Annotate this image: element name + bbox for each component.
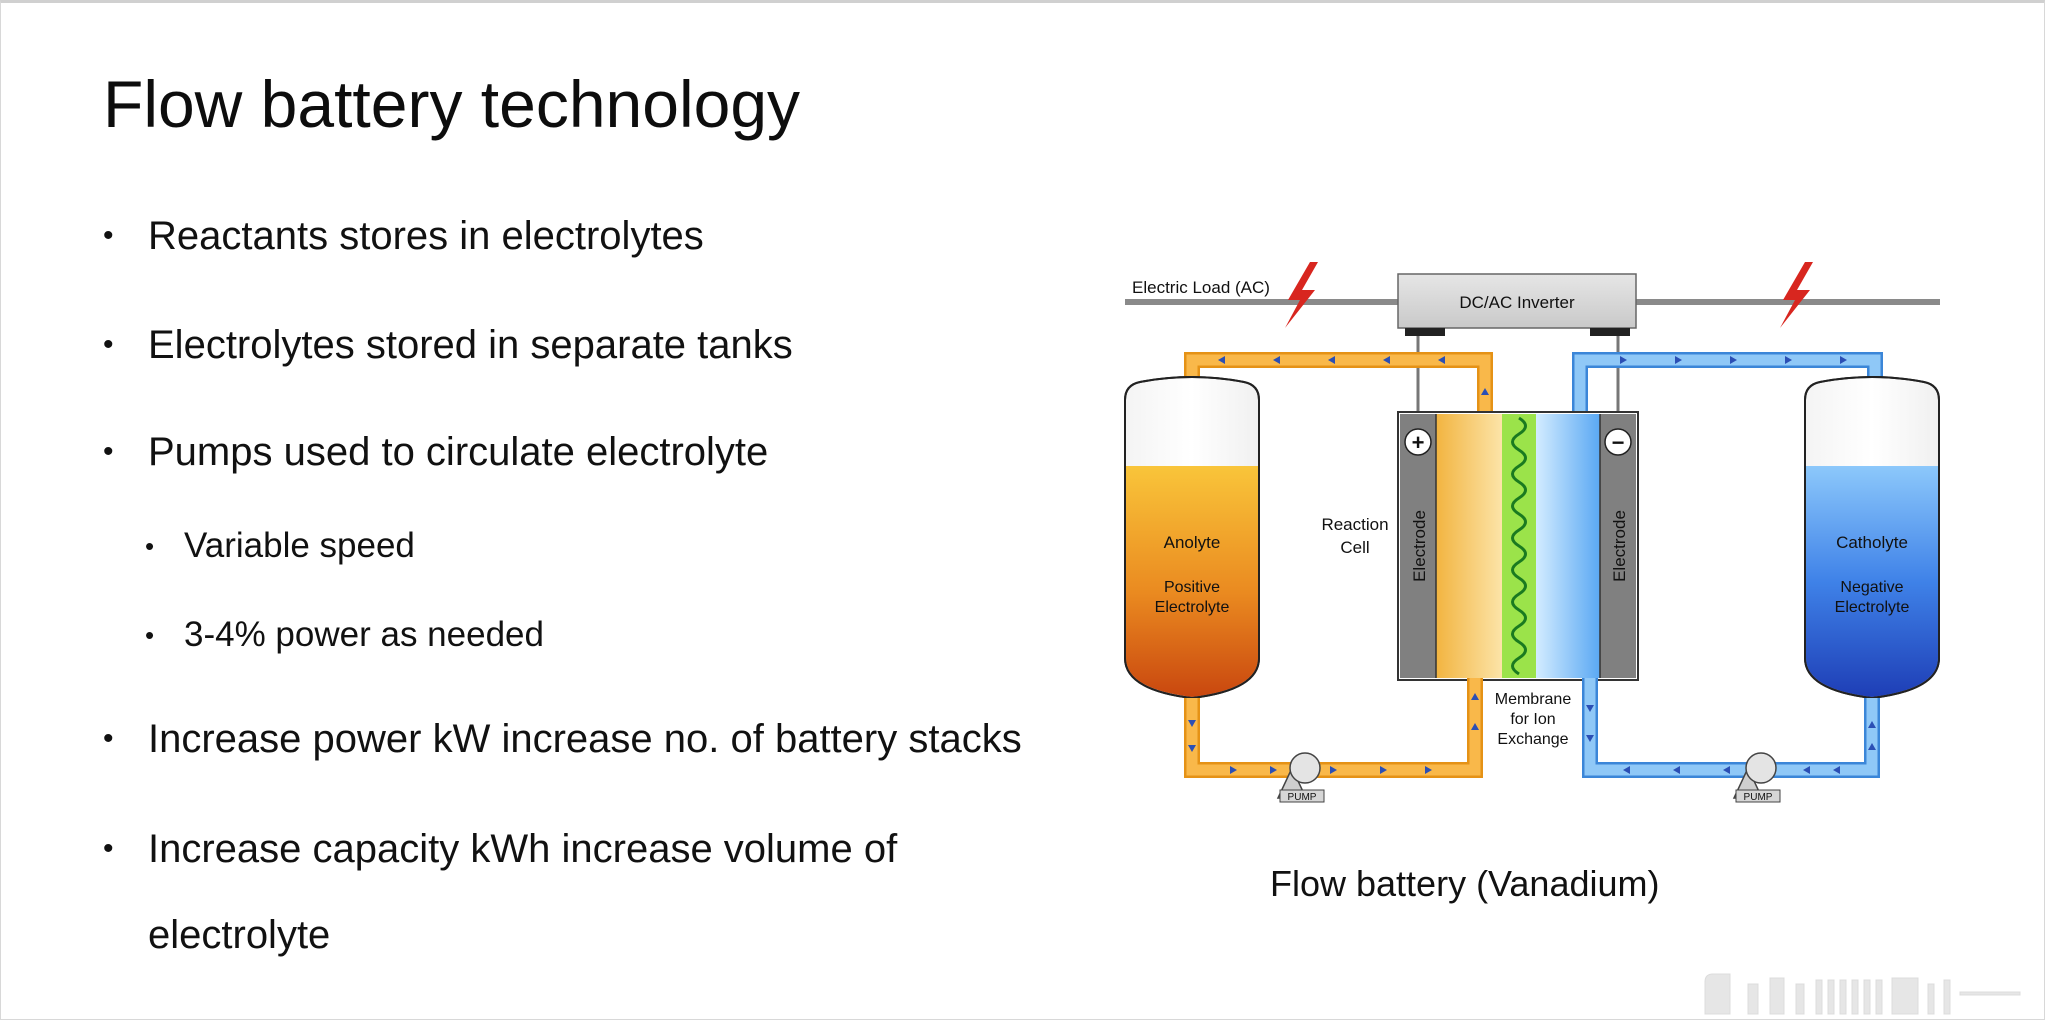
bullet-item: • Pumps used to circulate electrolyte [103, 427, 1003, 477]
bullet-dot: • [103, 328, 114, 361]
bullet-dot: • [103, 219, 114, 252]
catholyte-tank: Catholyte Negative Electrolyte [1804, 376, 1940, 700]
anolyte-pump-icon: PUMP [1276, 752, 1325, 803]
catholyte-pump-icon: PUMP [1732, 752, 1781, 803]
anolyte-label: Anolyte [1164, 533, 1221, 552]
bullet-text: Electrolytes stored in separate tanks [148, 323, 793, 367]
plus-terminal-icon [1404, 428, 1432, 456]
anolyte-tank: Anolyte Positive Electrolyte [1124, 376, 1260, 700]
sub-bullet-item: • Variable speed [145, 523, 845, 569]
bullet-text: Pumps used to circulate electrolyte [148, 430, 769, 474]
membrane-label-1: Membrane [1495, 691, 1572, 708]
anolyte-half-cell [1436, 414, 1502, 678]
bullet-text: Increase capacity kWh increase volume of [148, 827, 898, 871]
catholyte-pump-label: PUMP [1744, 792, 1773, 803]
bullet-item: • Reactants stores in electrolytes [103, 211, 1003, 261]
bullet-item: • Increase capacity kWh increase volume … [103, 824, 1123, 874]
electric-load-label: Electric Load (AC) [1132, 278, 1270, 297]
membrane-label-2: for Ion [1510, 711, 1555, 728]
minus-terminal-icon [1604, 428, 1632, 456]
catholyte-sub-label-2: Electrolyte [1835, 599, 1910, 616]
catholyte-half-cell [1536, 414, 1600, 678]
bullet-dot: • [103, 435, 114, 468]
flow-battery-diagram: Electric Load (AC) DC/AC Inverter Anolyt… [1124, 262, 1940, 803]
negative-electrode [1600, 414, 1636, 678]
slide-title: Flow battery technology [103, 67, 801, 141]
catholyte-label: Catholyte [1836, 533, 1908, 552]
membrane-label-3: Exchange [1497, 731, 1568, 748]
watermark-logo [1704, 973, 2021, 1015]
reaction-cell: + − Electrode Electrode [1397, 411, 1639, 681]
bullet-text: 3-4% power as needed [184, 615, 544, 654]
plus-sign: + [1412, 430, 1425, 455]
catholyte-sub-label-1: Negative [1840, 579, 1903, 596]
lightning-right-icon [1780, 262, 1813, 328]
positive-electrode-label: Electrode [1410, 510, 1429, 582]
bullet-dot: • [145, 620, 155, 650]
catholyte-bottom-pipe [1582, 678, 1880, 778]
figure-caption: Flow battery (Vanadium) [1270, 863, 1660, 904]
sub-bullet-item: • 3-4% power as needed [145, 612, 845, 658]
bullet-item: • Increase power kW increase no. of batt… [103, 714, 1123, 764]
bullet-text: Reactants stores in electrolytes [148, 214, 704, 258]
negative-electrode-label: Electrode [1610, 510, 1629, 582]
anolyte-bottom-pipe [1184, 678, 1483, 778]
bullet-dot: • [145, 531, 155, 561]
reaction-cell-label-1: Reaction [1321, 515, 1388, 534]
bullet-dot: • [103, 722, 114, 755]
anolyte-pump-label: PUMP [1288, 792, 1317, 803]
bullet-item: • Electrolytes stored in separate tanks [103, 320, 1003, 370]
bullet-text: Variable speed [184, 526, 415, 565]
inverter-box: DC/AC Inverter [1397, 273, 1637, 336]
lightning-left-icon [1285, 262, 1318, 328]
anolyte-sub-label-1: Positive [1164, 579, 1220, 596]
minus-sign: − [1612, 430, 1625, 455]
bullet-dot: • [103, 832, 114, 865]
reaction-cell-label-2: Cell [1340, 538, 1369, 557]
membrane-zigzag [1511, 416, 1527, 676]
positive-electrode [1400, 414, 1436, 678]
anolyte-sub-label-2: Electrolyte [1155, 599, 1230, 616]
bullet-continuation: electrolyte [148, 913, 331, 957]
inverter-label: DC/AC Inverter [1459, 293, 1575, 312]
bullet-text: Increase power kW increase no. of batter… [148, 717, 1022, 761]
